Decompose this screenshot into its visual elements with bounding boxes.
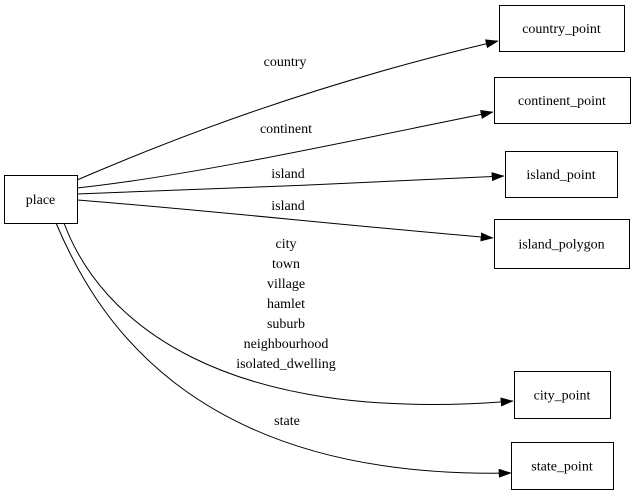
node-country_point: country_point: [499, 5, 625, 52]
node-place: place: [4, 175, 78, 224]
node-label: island_polygon: [518, 238, 604, 253]
edge-place-country_point: country: [76, 39, 499, 181]
edge-line: [76, 39, 499, 181]
edge-label-line: continent: [260, 122, 312, 137]
node-label: place: [26, 193, 56, 208]
edge-label: country: [264, 55, 307, 70]
edge-line: [76, 172, 505, 195]
edge-place-state_point: state: [55, 222, 512, 478]
edge-label: island: [271, 199, 304, 214]
node-box: [4, 175, 78, 224]
edge-line: [55, 222, 512, 478]
edge-label: state: [274, 414, 300, 429]
edge-label-line: city: [276, 237, 297, 252]
node-island_point: island_point: [505, 151, 618, 198]
edge-line: [76, 199, 494, 242]
node-label: city_point: [534, 389, 591, 404]
node-city_point: city_point: [514, 371, 611, 419]
edge-label-line: neighbourhood: [244, 337, 329, 352]
node-continent_point: continent_point: [494, 77, 631, 124]
edge-label-line: state: [274, 414, 300, 429]
node-box: [494, 219, 630, 269]
edge-label-line: hamlet: [267, 297, 305, 312]
edge-label: city town village hamlet suburb neighbourhood…: [236, 237, 336, 372]
edge-label-line: island: [271, 167, 304, 182]
edge-line: [63, 222, 514, 407]
edge-label-line: village: [267, 277, 305, 292]
node-state_point: state_point: [511, 442, 614, 490]
edge-label: continent: [260, 122, 312, 137]
edge-label-line: suburb: [267, 317, 305, 332]
node-box: [511, 442, 614, 490]
edge-label-line: country: [264, 55, 307, 70]
edge-place-city_point: city town village hamlet suburb neighbourhood…: [63, 222, 514, 407]
node-box: [499, 5, 625, 52]
node-box: [505, 151, 618, 198]
node-label: country_point: [522, 22, 601, 37]
edge-place-island_point: island: [76, 167, 505, 195]
edge-place-island_polygon: island: [76, 199, 494, 242]
edge-label-line: town: [272, 257, 300, 272]
node-box: [494, 77, 631, 124]
edge-line: [76, 110, 494, 189]
edge-label-line: island: [271, 199, 304, 214]
node-box: [514, 371, 611, 419]
edge-label: island: [271, 167, 304, 182]
node-label: continent_point: [518, 94, 606, 109]
edge-label-line: isolated_dwelling: [236, 357, 336, 372]
node-label: island_point: [526, 168, 595, 183]
edge-place-continent_point: continent: [76, 110, 494, 189]
node-island_polygon: island_polygon: [494, 219, 630, 269]
node-label: state_point: [531, 460, 593, 475]
